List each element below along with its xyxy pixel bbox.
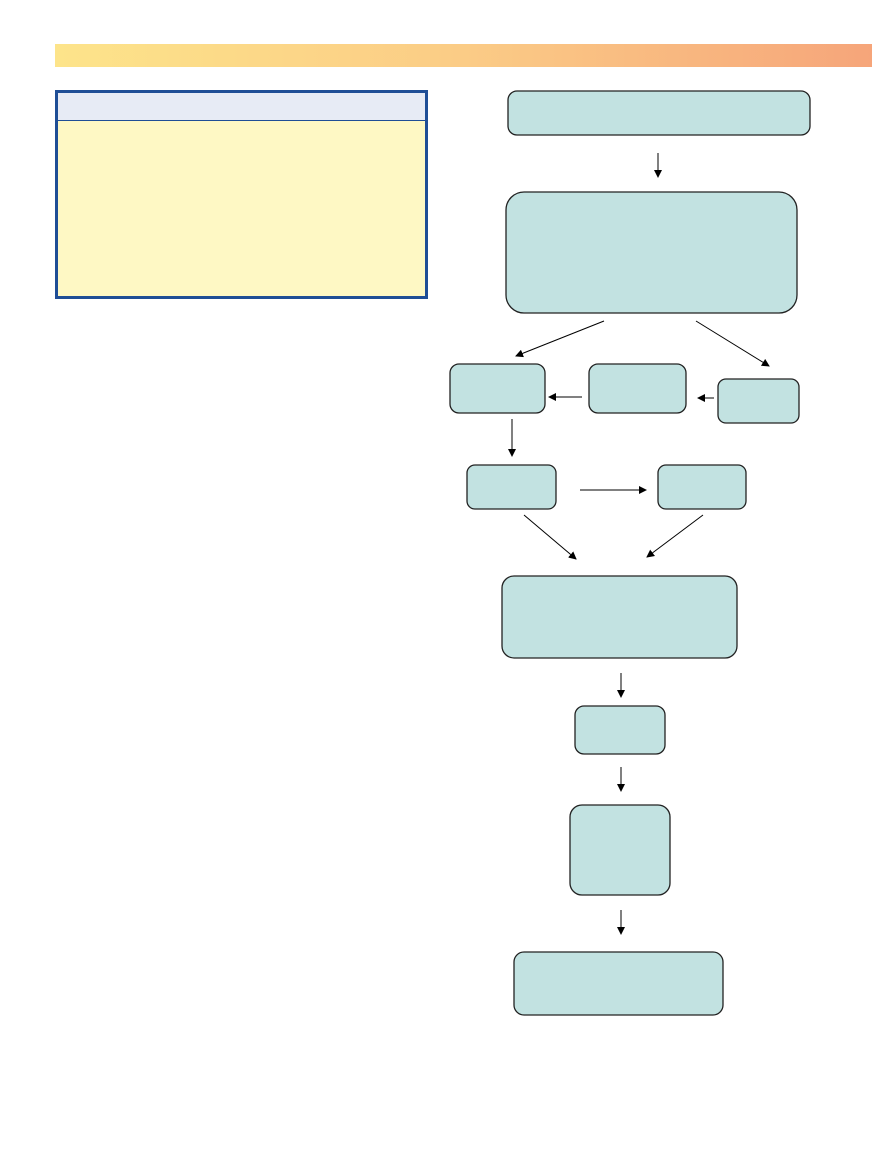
- flow-node-5: [717, 378, 800, 424]
- flow-node-7: [657, 464, 747, 510]
- arrow-n2-n5: [695, 320, 770, 367]
- flow-node-8: [501, 575, 738, 659]
- flow-node-11: [513, 951, 724, 1016]
- callout-title: [58, 93, 425, 121]
- flow-node-10: [569, 804, 671, 896]
- callout-box: [55, 90, 428, 299]
- flow-node-1: [507, 90, 811, 136]
- arrow-n2-n3: [515, 320, 605, 358]
- header-gradient-bar: [55, 44, 872, 67]
- flow-node-3: [449, 363, 546, 414]
- flow-node-4: [588, 363, 687, 414]
- arrow-n6-n8: [523, 514, 577, 560]
- flow-node-2: [505, 191, 798, 314]
- arrow-n7-n8: [646, 514, 704, 558]
- flow-node-6: [466, 464, 557, 510]
- flow-node-9: [574, 705, 666, 755]
